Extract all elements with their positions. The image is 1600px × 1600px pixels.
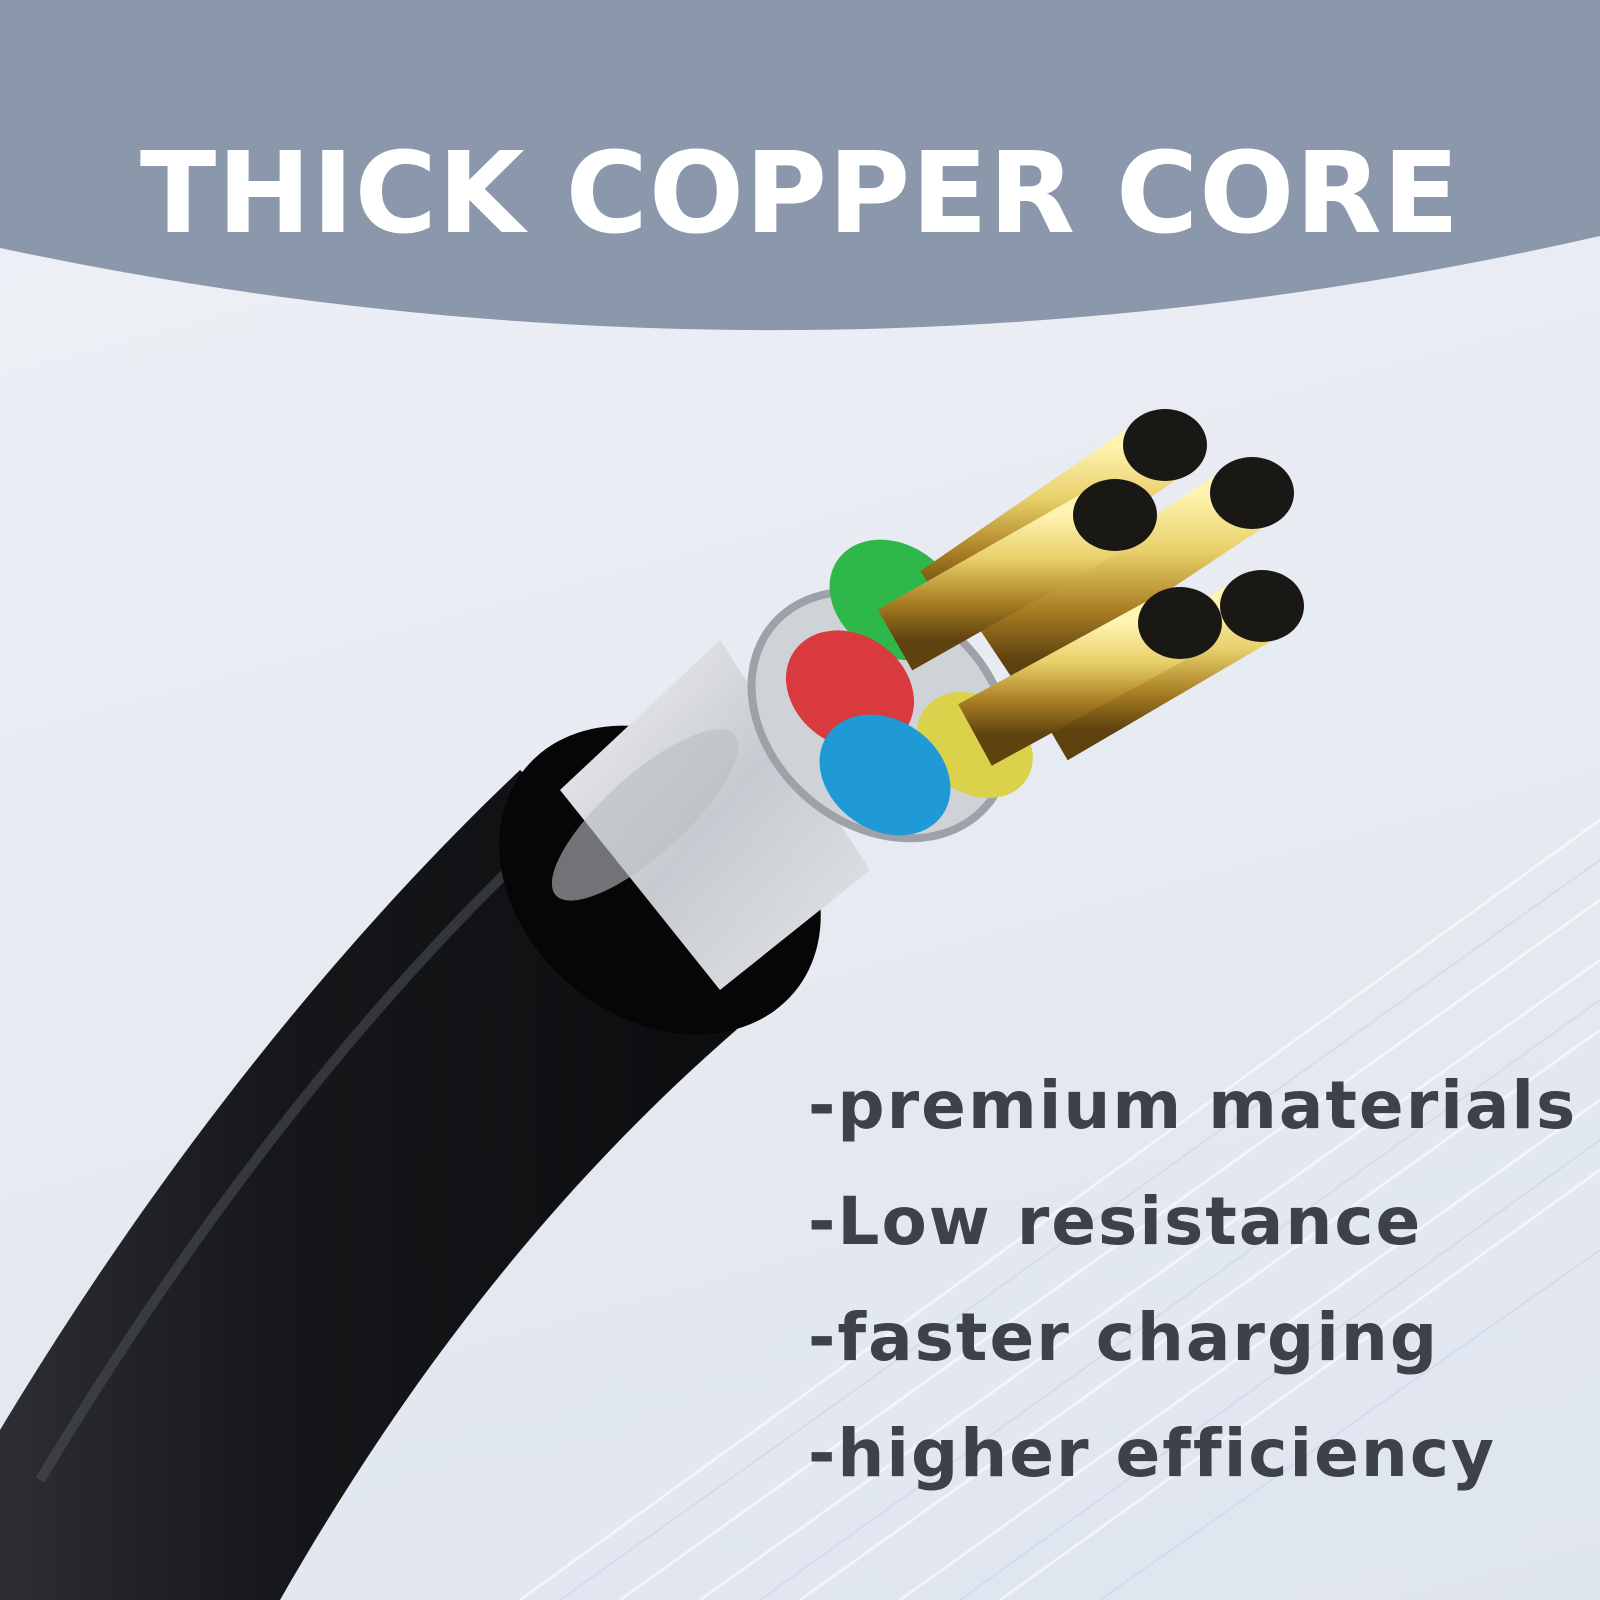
- headline: THICK COPPER CORE: [139, 129, 1461, 259]
- feature-item: -Low resistance: [808, 1183, 1423, 1260]
- copper-conductors: [877, 409, 1304, 766]
- feature-item: -faster charging: [808, 1299, 1440, 1376]
- header-band: [0, 0, 1600, 331]
- foil-shield: [560, 640, 870, 990]
- feature-item: -higher efficiency: [808, 1415, 1496, 1492]
- wire-insulation-blue: [819, 714, 951, 836]
- feature-list: -premium materials -Low resistance -fast…: [808, 1048, 1588, 1512]
- feature-item: -premium materials: [808, 1067, 1578, 1144]
